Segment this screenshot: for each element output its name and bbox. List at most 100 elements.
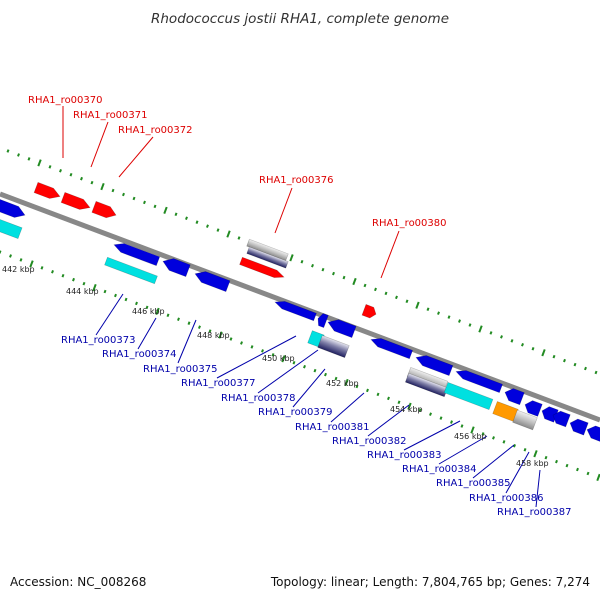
label-connector (90, 121, 109, 168)
tick-mark (237, 236, 241, 240)
gene-arrow[interactable] (361, 304, 378, 319)
kbp-tick-label: 454 kbp (390, 405, 423, 414)
gene-label[interactable]: RHA1_ro00381 (295, 422, 370, 433)
gene-label[interactable]: RHA1_ro00382 (332, 436, 407, 447)
tick-mark (6, 149, 10, 153)
gene-arrow[interactable] (274, 298, 317, 322)
label-connector (177, 319, 197, 364)
tick-mark (166, 313, 170, 318)
tick-mark (17, 153, 20, 157)
label-connector (118, 136, 154, 178)
tick-mark (40, 266, 44, 270)
gene-arrow[interactable] (60, 191, 92, 212)
gene-arrow[interactable] (512, 409, 538, 431)
tick-mark (143, 200, 146, 205)
gene-arrow[interactable] (112, 240, 161, 267)
gene-label[interactable]: RHA1_ro00377 (181, 378, 256, 389)
gene-arrow[interactable] (369, 335, 413, 360)
gene-arrow[interactable] (161, 255, 191, 278)
gene-label[interactable]: RHA1_ro00387 (497, 507, 572, 518)
gene-label[interactable]: RHA1_ro00376 (259, 175, 334, 186)
gene-label[interactable]: RHA1_ro00379 (258, 407, 333, 418)
gene-arrow[interactable] (414, 352, 454, 377)
gene-arrow[interactable] (454, 367, 503, 394)
tick-mark (9, 254, 12, 258)
tick-mark (59, 169, 62, 173)
tick-mark (478, 325, 483, 333)
tick-mark (198, 325, 201, 329)
gene-arrow[interactable] (551, 409, 571, 428)
gene-arrow[interactable] (0, 197, 27, 220)
gene-label[interactable]: RHA1_ro00384 (402, 464, 477, 475)
tick-mark (563, 358, 566, 363)
gene-label[interactable]: RHA1_ro00371 (73, 110, 148, 121)
tick-mark (100, 182, 105, 191)
gene-arrow[interactable] (104, 256, 158, 285)
gene-arrow[interactable] (91, 200, 118, 220)
tick-mark (418, 408, 422, 412)
tick-mark (124, 297, 128, 302)
gene-arrow[interactable] (503, 386, 525, 406)
gene-arrow[interactable] (568, 417, 589, 436)
tick-mark (544, 455, 548, 460)
tick-mark (429, 412, 432, 416)
gene-arrow[interactable] (326, 316, 357, 338)
tick-mark (531, 346, 535, 351)
tick-mark (29, 260, 34, 268)
tick-mark (155, 307, 160, 315)
gene-arrow[interactable] (193, 268, 231, 293)
tick-mark (69, 172, 73, 177)
gene-arrow[interactable] (317, 335, 350, 358)
gene-arrow[interactable] (585, 424, 600, 443)
gene-arrow[interactable] (239, 256, 286, 281)
gene-label[interactable]: RHA1_ro00374 (102, 349, 177, 360)
tick-mark (153, 204, 157, 209)
gene-label[interactable]: RHA1_ro00380 (372, 218, 447, 229)
tick-mark (324, 372, 327, 377)
tick-mark (344, 378, 349, 387)
tick-mark (492, 436, 495, 440)
tick-mark (584, 366, 587, 371)
tick-mark (447, 315, 451, 319)
gene-label[interactable]: RHA1_ro00386 (469, 493, 544, 504)
gene-label[interactable]: RHA1_ro00373 (61, 335, 136, 346)
tick-mark (321, 267, 325, 272)
tick-mark (145, 305, 149, 310)
tick-mark (415, 301, 420, 309)
tick-mark (384, 291, 388, 296)
gene-arrow[interactable] (404, 372, 449, 398)
kbp-tick-label: 458 kbp (516, 459, 549, 468)
tick-mark (37, 159, 42, 167)
gene-arrow[interactable] (246, 246, 289, 269)
kbp-tick-label: 446 kbp (132, 307, 165, 316)
gene-arrow[interactable] (0, 217, 23, 240)
gene-arrow[interactable] (443, 382, 494, 410)
gene-label[interactable]: RHA1_ro00385 (436, 478, 511, 489)
kbp-tick-label: 448 kbp (197, 331, 230, 340)
tick-mark (376, 392, 380, 397)
tick-mark (510, 339, 514, 343)
tick-mark (229, 337, 233, 341)
gene-label[interactable]: RHA1_ro00378 (221, 393, 296, 404)
tick-mark (470, 426, 475, 434)
tick-mark (261, 349, 264, 353)
tick-mark (289, 254, 294, 262)
gene-label[interactable]: RHA1_ro00372 (118, 125, 193, 136)
tick-mark (187, 321, 191, 325)
tick-mark (502, 440, 506, 444)
gene-label[interactable]: RHA1_ro00370 (28, 95, 103, 106)
gene-arrow[interactable] (316, 312, 329, 328)
kbp-tick-label: 450 kbp (262, 354, 295, 363)
gene-label[interactable]: RHA1_ro00383 (367, 450, 442, 461)
tick-mark (216, 228, 220, 232)
tick-mark (0, 250, 2, 254)
gene-arrow[interactable] (33, 181, 62, 201)
forward-gene-labels: RHA1_ro00370RHA1_ro00371RHA1_ro00372RHA1… (28, 95, 447, 229)
label-connector (257, 349, 319, 394)
gene-label[interactable]: RHA1_ro00375 (143, 364, 218, 375)
tick-mark (355, 384, 359, 389)
tick-mark (206, 224, 209, 228)
tick-mark (437, 311, 440, 315)
kbp-tick-label: 456 kbp (454, 432, 487, 441)
gene-arrow[interactable] (523, 399, 543, 417)
